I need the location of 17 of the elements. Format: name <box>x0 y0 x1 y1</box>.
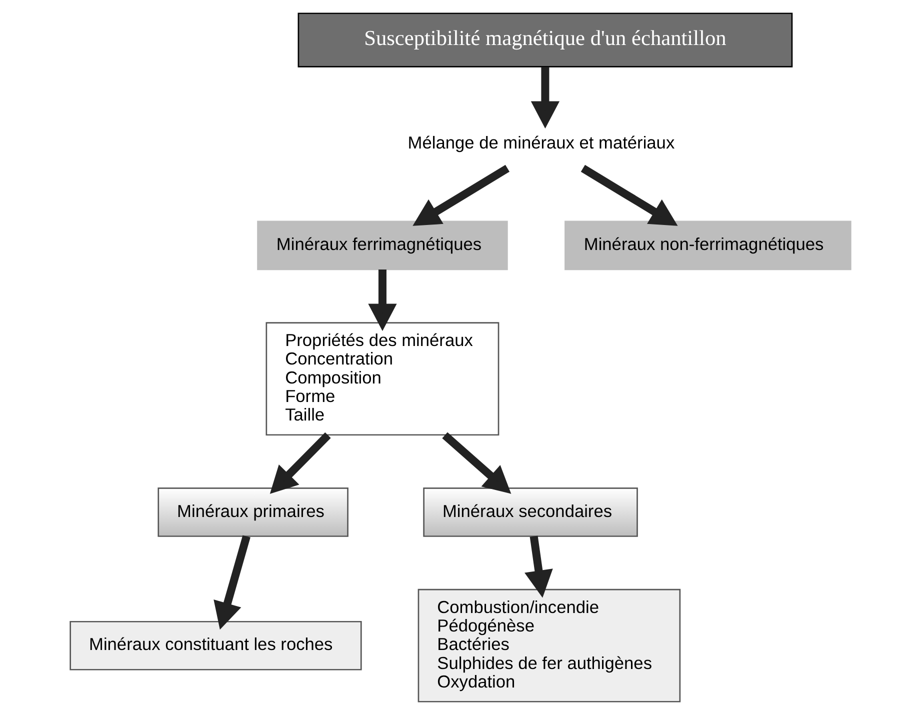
node-box: Minéraux primaires <box>157 488 348 537</box>
node-text: Mélange de minéraux et matériaux <box>407 132 674 153</box>
node-box: Minéraux non-ferrimagnétiques <box>564 220 851 270</box>
arrow <box>442 432 511 494</box>
node-box: Propriétés des minéraux Concentration Composition Forme Taille <box>265 322 499 436</box>
node-box: Combustion/incendie Pédogénèse Bactéries Sulphides de fer authigènes Oxydation <box>417 588 680 702</box>
node-box: Minéraux constituant les roches <box>69 620 362 670</box>
arrow <box>269 432 330 494</box>
arrow <box>580 164 678 226</box>
arrow <box>368 270 396 332</box>
node-box: Susceptibilité magnétique d'un échantillon <box>297 12 792 68</box>
node-box: Minéraux ferrimagnétiques <box>256 220 508 270</box>
node-box: Minéraux secondaires <box>422 488 638 537</box>
arrow <box>412 164 510 226</box>
arrow <box>524 536 552 598</box>
arrow <box>213 535 250 630</box>
arrow <box>530 66 560 129</box>
